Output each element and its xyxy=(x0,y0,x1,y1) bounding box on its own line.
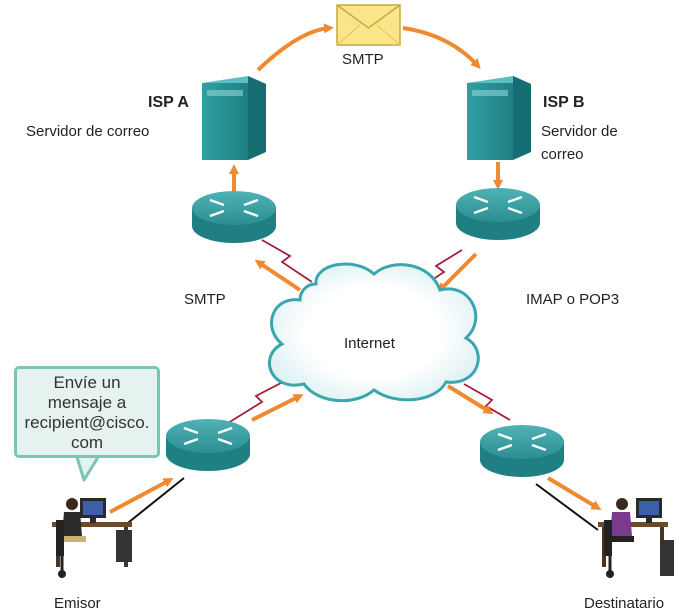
isp-b-label: ISP B xyxy=(543,94,585,111)
lan-cable-recipient xyxy=(535,483,599,531)
recipient-user-icon xyxy=(598,498,674,578)
isp-a-server-label: Servidor de correo xyxy=(26,123,150,140)
isp-b-server-label-line2: correo xyxy=(541,146,584,163)
router-isp-b-icon xyxy=(456,188,540,240)
recipient-label: Destinatario xyxy=(584,595,665,612)
bubble-line: mensaje a xyxy=(47,393,127,412)
smtp-left-label: SMTP xyxy=(184,291,226,308)
server-isp-b-icon xyxy=(467,76,531,160)
lan-cable-sender xyxy=(123,477,185,527)
bubble-line: com xyxy=(70,433,104,452)
bubble-line: recipient@cisco. xyxy=(24,413,150,432)
sender-label: Emisor xyxy=(54,595,101,612)
envelope-icon xyxy=(336,4,401,46)
router-isp-a-icon xyxy=(192,191,276,243)
router-sender-icon xyxy=(166,419,250,471)
router-recipient-icon xyxy=(480,425,564,477)
flow-arrows xyxy=(109,252,602,514)
speech-bubble: Envíe un mensaje a recipient@cisco. com xyxy=(14,366,160,458)
smtp-arc xyxy=(256,23,481,72)
bubble-text: Envíe un mensaje a recipient@cisco. com xyxy=(17,373,157,453)
internet-label: Internet xyxy=(344,335,395,352)
imap-pop3-label: IMAP o POP3 xyxy=(526,291,620,308)
isp-a-label: ISP A xyxy=(148,94,189,111)
isp-b-server-label-line1: Servidor de xyxy=(541,123,618,140)
server-isp-a-icon xyxy=(202,76,266,160)
sender-user-icon xyxy=(52,498,132,578)
smtp-top-label: SMTP xyxy=(342,51,384,68)
internet-cloud-icon xyxy=(268,262,480,403)
bubble-line: Envíe un xyxy=(53,373,121,392)
